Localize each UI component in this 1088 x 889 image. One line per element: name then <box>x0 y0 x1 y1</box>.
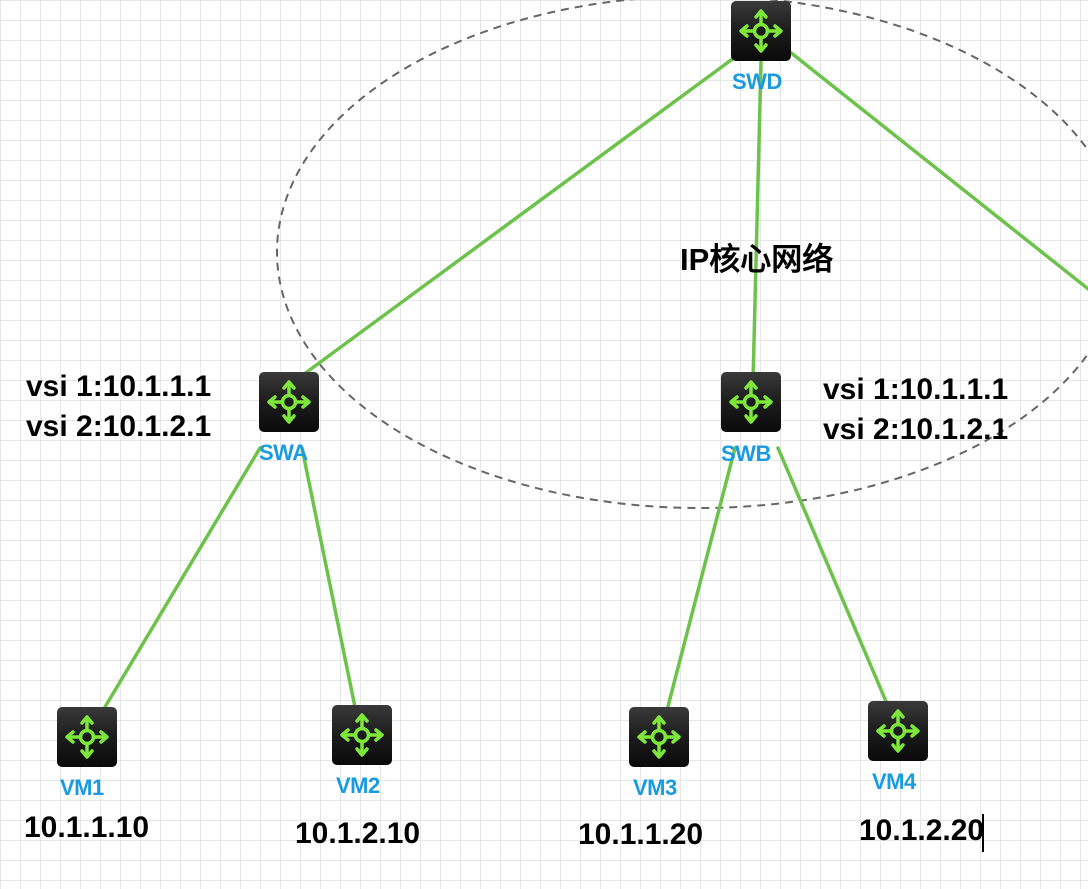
swd-label: SWD <box>732 69 782 94</box>
vsi-right-line1: vsi 1:10.1.1.1 <box>823 373 1009 406</box>
link-swd-offscreen <box>788 50 1088 292</box>
text-cursor <box>982 814 984 852</box>
core-network-label: IP核心网络 <box>680 242 834 277</box>
vm4-router-icon[interactable] <box>866 699 930 763</box>
vm4-ip-text: 10.1.2.20 <box>859 814 985 847</box>
vsi-left-line2: vsi 2:10.1.2.1 <box>26 410 212 443</box>
vm2-router-icon[interactable] <box>330 703 394 767</box>
vm1-ip: 10.1.1.10 <box>24 811 150 844</box>
swd-router-icon[interactable] <box>729 0 793 63</box>
swa-router-icon[interactable] <box>257 370 321 434</box>
vm1-label: VM1 <box>60 775 104 800</box>
vm4-label: VM4 <box>872 769 916 794</box>
vm3-label: VM3 <box>633 775 677 800</box>
vm3-router-icon[interactable] <box>627 705 691 769</box>
link-swd-swb <box>751 60 763 384</box>
vm1-router-icon[interactable] <box>55 705 119 769</box>
link-swa-vm1 <box>100 446 262 714</box>
vm2-label: VM2 <box>336 773 380 798</box>
vm2-ip: 10.1.2.10 <box>295 817 421 850</box>
link-swd-swa <box>294 50 744 382</box>
link-swa-vm2 <box>300 446 358 714</box>
core-network-boundary <box>276 0 1088 509</box>
vsi-left-line1: vsi 1:10.1.1.1 <box>26 370 212 403</box>
swa-label: SWA <box>259 440 308 465</box>
vm4-ip: 10.1.2.20 <box>859 814 984 848</box>
vsi-right-block: vsi 1:10.1.1.1 vsi 2:10.1.2.1 <box>823 370 1008 450</box>
link-swb-vm3 <box>664 446 737 716</box>
link-swb-vm4 <box>776 446 890 708</box>
vsi-left-block: vsi 1:10.1.1.1 vsi 2:10.1.2.1 <box>26 367 211 447</box>
swb-label: SWB <box>721 441 771 466</box>
swb-router-icon[interactable] <box>719 370 783 434</box>
vm3-ip: 10.1.1.20 <box>578 818 704 851</box>
vsi-right-line2: vsi 2:10.1.2.1 <box>823 413 1009 446</box>
